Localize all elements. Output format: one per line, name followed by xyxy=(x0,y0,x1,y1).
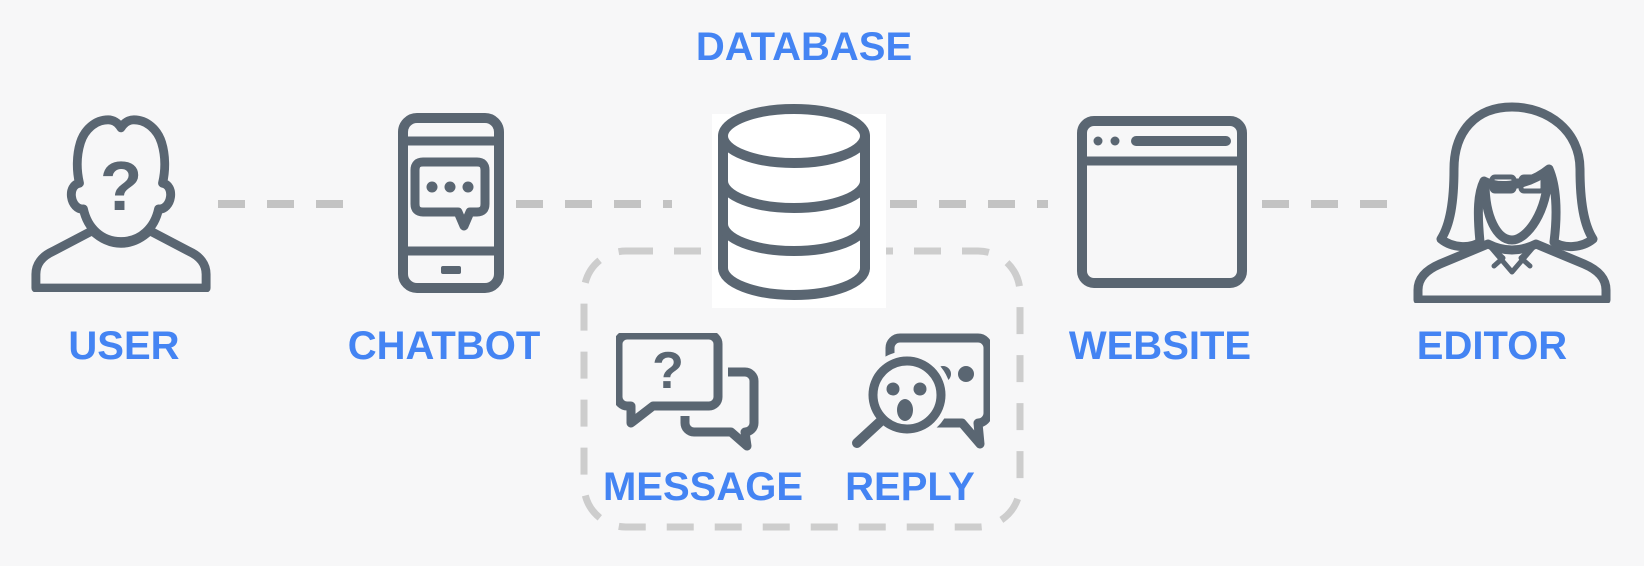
label-chatbot: CHATBOT xyxy=(347,324,541,368)
database-cylinder-icon xyxy=(714,100,874,300)
label-website: WEBSITE xyxy=(1068,324,1252,368)
question-mark-glyph: ? xyxy=(100,147,142,225)
connector-website-editor xyxy=(1262,200,1394,208)
question-mark-glyph: ? xyxy=(652,342,684,400)
label-editor: EDITOR xyxy=(1416,324,1568,368)
question-speech-bubbles-icon: ? xyxy=(616,333,762,455)
label-database: DATABASE xyxy=(695,25,913,69)
connector-user-chatbot xyxy=(218,200,358,208)
label-reply: REPLY xyxy=(845,465,975,509)
editor-person-icon xyxy=(1404,99,1620,303)
label-user: USER xyxy=(68,324,180,368)
connector-chatbot-database xyxy=(516,200,672,208)
connector-database-website xyxy=(890,200,1048,208)
label-message: MESSAGE xyxy=(602,465,804,509)
user-question-icon: ? xyxy=(26,110,216,292)
browser-window-icon xyxy=(1077,116,1247,288)
magnifier-speech-bubble-icon xyxy=(848,333,990,455)
smartphone-chat-icon xyxy=(398,113,504,293)
